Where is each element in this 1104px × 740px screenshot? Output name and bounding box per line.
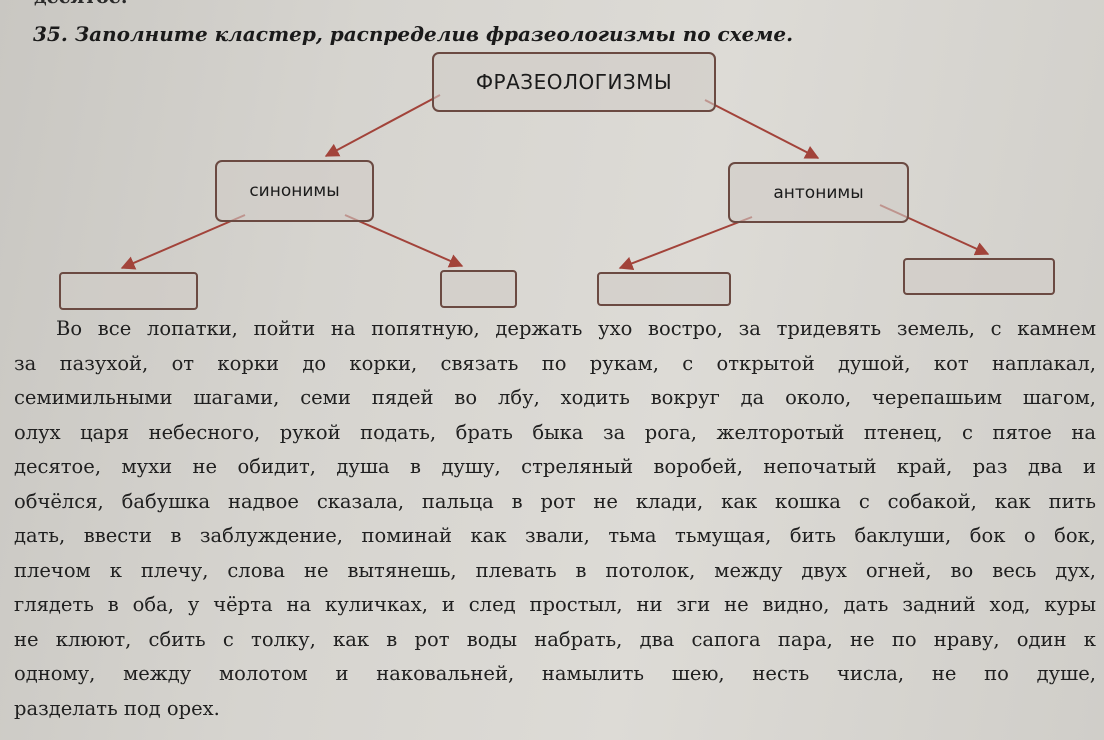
text-line: Во все лопатки, пойти на попятную, держа… [56,317,1096,340]
text-line: семимильными шагами, семи пядей во лбу, … [14,386,1096,409]
antonyms-box: антонимы [728,162,909,223]
task-title: 35. Заполните кластер, распределив фразе… [33,22,794,46]
text-line: одному, между молотом и наковальней, нам… [14,662,1096,685]
text-line: олух царя небесного, рукой подать, брать… [14,420,1096,444]
text-line: плечом к плечу, слова не вытянешь, плева… [14,558,1096,582]
text-line: обчёлся, бабушка надвое сказала, пальца … [14,489,1096,513]
phraseology-list: Во все лопатки, пойти на попятную, держа… [14,312,1096,726]
synonyms-answer-box-2[interactable] [440,270,517,308]
synonyms-answer-box-1[interactable] [59,272,198,310]
cluster-root-box: ФРАЗЕОЛОГИЗМЫ [432,52,716,112]
text-line: глядеть в оба, у чёрта на куличках, и сл… [14,593,1096,616]
arrow-root-to-antonyms [704,99,820,159]
antonyms-answer-box-2[interactable] [903,258,1055,295]
arrow-antonyms-to-leaf-3 [618,216,753,270]
arrow-synonyms-to-leaf-2 [344,214,464,268]
text-line: за пазухой, от корки до корки, связать п… [14,351,1096,375]
arrow-root-to-synonyms [324,94,441,157]
arrow-synonyms-to-leaf-1 [120,214,246,270]
text-line: разделать под орех. [14,696,220,720]
previous-text-fragment: десятое. [34,0,128,8]
text-line: дать, ввести в заблуждение, поминай как … [14,524,1096,547]
antonyms-answer-box-1[interactable] [597,272,731,306]
synonyms-box: синонимы [215,160,374,222]
text-line: десятое, мухи не обидит, душа в душу, ст… [14,455,1096,478]
text-line: не клюют, сбить с толку, как в рот воды … [14,627,1096,651]
